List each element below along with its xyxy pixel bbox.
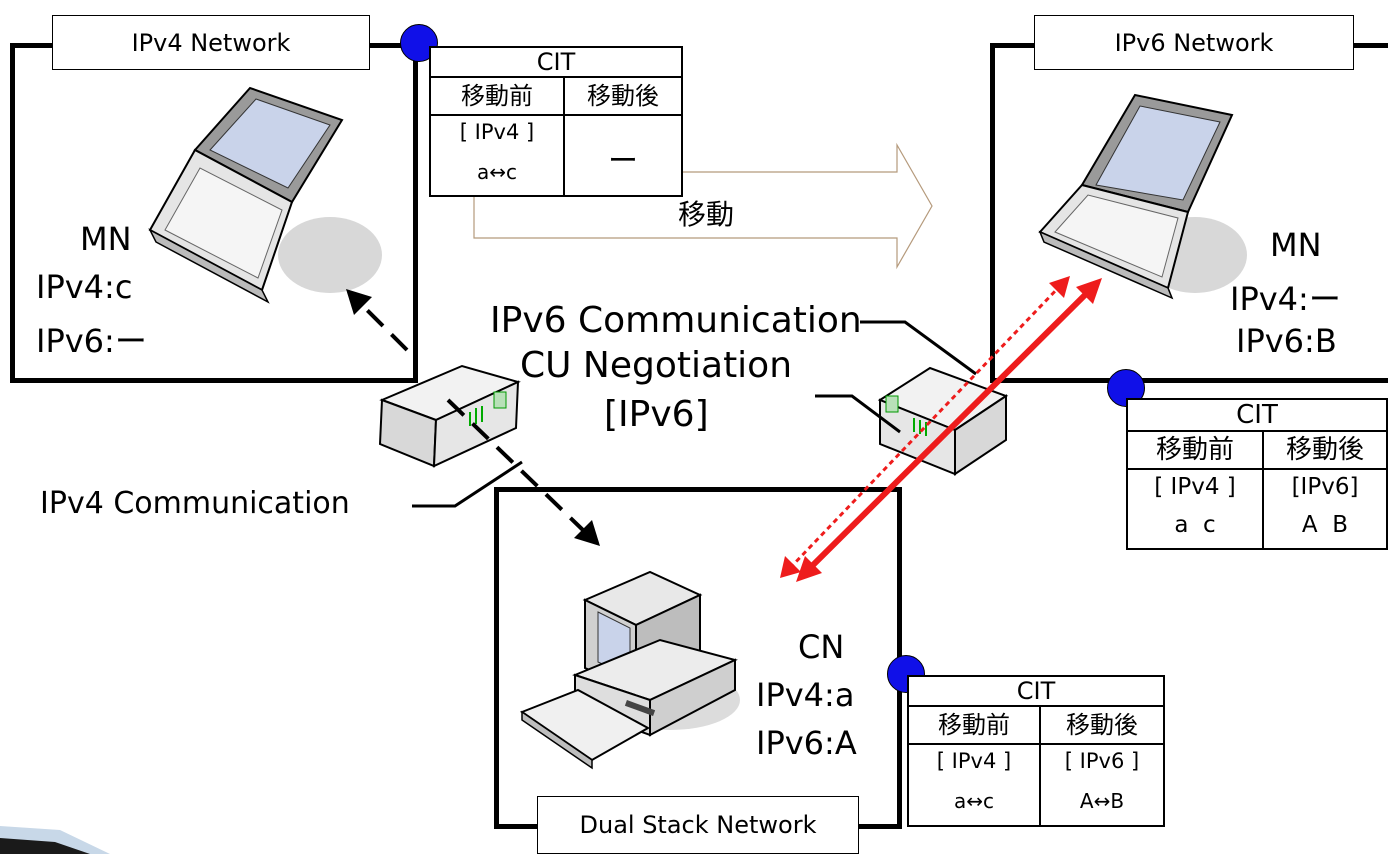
- router-right-icon: [877, 366, 1009, 476]
- cit-top-after-header: 移動後: [565, 78, 681, 116]
- cit-right-after-header: 移動後: [1264, 432, 1386, 470]
- cit-top-before-header: 移動前: [431, 78, 563, 116]
- cu-negotiation-label: CU Negotiation: [520, 345, 793, 386]
- cit-bottom-after-pair: A↔B: [1079, 789, 1125, 813]
- ipv6-bracket-label: [IPv6]: [604, 394, 709, 435]
- mn-left-ipv4: IPv4:c: [36, 268, 133, 306]
- cit-right-after-proto: [IPv6]: [1291, 474, 1359, 500]
- cit-bottom-before-pair: a↔c: [953, 789, 994, 813]
- ipv4-network-label: IPv4 Network: [52, 15, 370, 70]
- desktop-computer-icon: [519, 570, 740, 770]
- mn-left-name: MN: [80, 220, 132, 258]
- mn-right-ipv4: IPv4:ー: [1230, 280, 1341, 318]
- cit-bottom-after-header: 移動後: [1041, 707, 1163, 745]
- cit-top-after-value: ー: [608, 144, 638, 179]
- cit-top-title: CIT: [431, 48, 681, 78]
- cit-right-before-pair: a c: [1174, 512, 1216, 538]
- cit-top-before-pair: a↔c: [476, 160, 517, 184]
- cit-right-after-pair: A B: [1301, 512, 1349, 538]
- cit-right-before-header: 移動前: [1128, 432, 1262, 470]
- cit-table-top: CIT 移動前 移動後 [ IPv4 ] a↔c ー: [429, 46, 683, 197]
- cit-bottom-title: CIT: [909, 677, 1163, 707]
- mn-right-ipv6: IPv6:B: [1236, 322, 1337, 360]
- cit-bottom-after-proto: [ IPv6 ]: [1064, 749, 1140, 773]
- cn-ipv4: IPv4:a: [756, 676, 855, 714]
- cn-name: CN: [798, 628, 845, 666]
- cit-bottom-before-proto: [ IPv4 ]: [936, 749, 1012, 773]
- ipv6-communication-label: IPv6 Communication: [490, 300, 862, 341]
- mn-left-ipv6: IPv6:ー: [36, 322, 147, 360]
- cit-table-bottom: CIT 移動前 移動後 [ IPv4 ] a↔c [ IPv6 ] A↔B: [907, 675, 1165, 827]
- move-label: 移動: [678, 198, 735, 231]
- cit-bottom-before-header: 移動前: [909, 707, 1039, 745]
- cit-right-title: CIT: [1128, 400, 1386, 432]
- ipv4-communication-label: IPv4 Communication: [40, 486, 350, 521]
- cit-right-before-proto: [ IPv4 ]: [1154, 474, 1236, 500]
- cit-top-before-proto: [ IPv4 ]: [459, 120, 535, 144]
- dual-stack-network-label: Dual Stack Network: [537, 796, 859, 854]
- router-left-icon: [378, 364, 521, 468]
- laptop-left-icon: [148, 86, 382, 304]
- cn-ipv6: IPv6:A: [756, 724, 857, 762]
- laptop-right-icon: [1038, 93, 1247, 300]
- cit-table-right: CIT 移動前 移動後 [ IPv4 ] a c [IPv6] A B: [1126, 398, 1388, 550]
- mn-right-name: MN: [1270, 226, 1322, 264]
- ipv6-network-label: IPv6 Network: [1034, 15, 1354, 70]
